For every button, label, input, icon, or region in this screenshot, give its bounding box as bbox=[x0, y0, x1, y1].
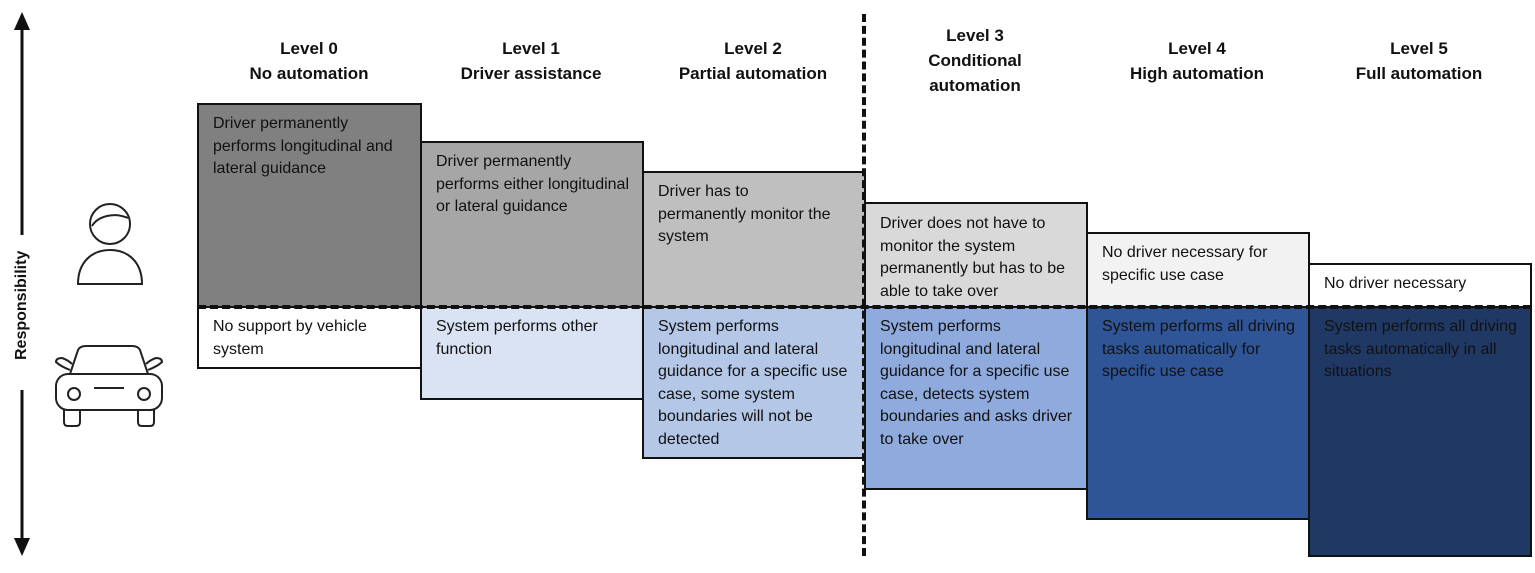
level-4-driver-box: No driver necessary for specific use cas… bbox=[1086, 232, 1310, 308]
system-text: No support by vehicle system bbox=[213, 318, 367, 358]
system-text: System performs all driving tasks automa… bbox=[1102, 318, 1295, 380]
level-subtitle: Partial automation bbox=[678, 64, 828, 83]
driver-text: Driver permanently performs either longi… bbox=[436, 153, 629, 215]
level-2-driver-box: Driver has to permanently monitor the sy… bbox=[642, 171, 866, 308]
level-2-header: Level 2 Partial automation bbox=[642, 36, 864, 86]
level-title: Level 3 bbox=[946, 26, 1004, 45]
system-text: System performs longitudinal and lateral… bbox=[880, 318, 1073, 448]
level-0-header: Level 0 No automation bbox=[198, 36, 420, 86]
level-subtitle: No automation bbox=[249, 64, 369, 83]
driver-text: Driver permanently performs longitudinal… bbox=[213, 115, 393, 177]
level-5-driver-box: No driver necessary bbox=[1308, 263, 1532, 308]
level-title: Level 0 bbox=[280, 39, 338, 58]
level-subtitle: Full automation bbox=[1355, 64, 1483, 83]
level-subtitle: High automation bbox=[1129, 64, 1265, 83]
car-icon bbox=[54, 345, 164, 427]
driver-text: Driver has to permanently monitor the sy… bbox=[658, 183, 831, 245]
level-5-system-box: System performs all driving tasks automa… bbox=[1308, 306, 1532, 557]
level-title: Level 5 bbox=[1390, 39, 1448, 58]
driver-text: No driver necessary for specific use cas… bbox=[1102, 244, 1268, 284]
level-0-system-box: No support by vehicle system bbox=[197, 306, 422, 369]
double-arrow-icon bbox=[14, 12, 30, 556]
system-text: System performs other function bbox=[436, 318, 598, 358]
level-0-driver-box: Driver permanently performs longitudinal… bbox=[197, 103, 422, 308]
system-text: System performs longitudinal and lateral… bbox=[658, 318, 848, 448]
level-title: Level 4 bbox=[1168, 39, 1226, 58]
person-icon bbox=[76, 203, 144, 285]
level-1-driver-box: Driver permanently performs either longi… bbox=[420, 141, 644, 308]
level-title: Level 1 bbox=[502, 39, 560, 58]
level-3-header: Level 3 Conditional automation bbox=[864, 23, 1086, 98]
level-3-divider bbox=[862, 14, 866, 556]
level-1-header: Level 1 Driver assistance bbox=[420, 36, 642, 86]
level-2-system-box: System performs longitudinal and lateral… bbox=[642, 306, 866, 459]
level-1-system-box: System performs other function bbox=[420, 306, 644, 400]
level-3-driver-box: Driver does not have to monitor the syst… bbox=[864, 202, 1088, 308]
level-subtitle: Driver assistance bbox=[460, 64, 602, 83]
level-3-system-box: System performs longitudinal and lateral… bbox=[864, 306, 1088, 490]
system-text: System performs all driving tasks automa… bbox=[1324, 318, 1517, 380]
level-4-system-box: System performs all driving tasks automa… bbox=[1086, 306, 1310, 520]
level-4-header: Level 4 High automation bbox=[1086, 36, 1308, 86]
level-5-header: Level 5 Full automation bbox=[1308, 36, 1530, 86]
level-title: Level 2 bbox=[724, 39, 782, 58]
driver-text: Driver does not have to monitor the syst… bbox=[880, 215, 1066, 300]
responsibility-label: Responsibility bbox=[13, 250, 30, 360]
level-subtitle: Conditional automation bbox=[928, 51, 1022, 95]
driver-text: No driver necessary bbox=[1324, 275, 1467, 292]
